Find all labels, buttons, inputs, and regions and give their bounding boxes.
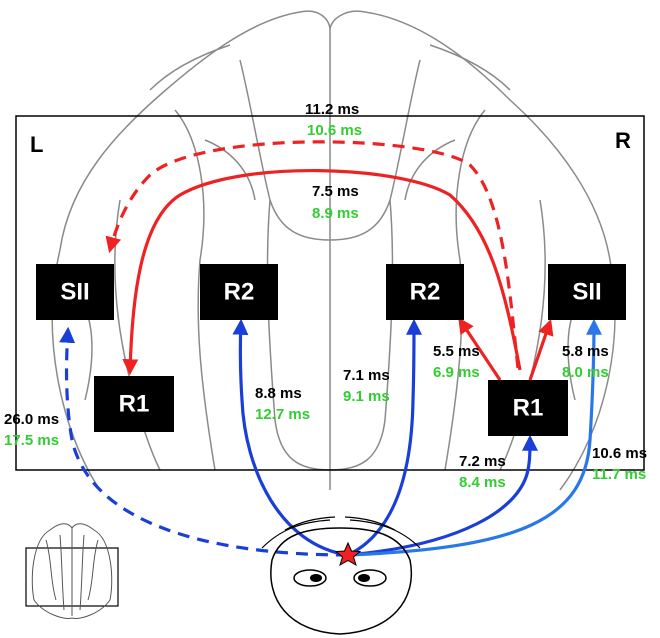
latency-top-dashed-black: 11.2 ms [305,101,359,118]
thalamic-arrow-to-right-r1 [347,434,538,557]
thalamic-dashed-arrow-to-left-sii [59,326,349,557]
region-r2-right: R2 [386,264,464,320]
latency-r1-sii-green: 8.0 ms [562,364,609,381]
latency-right-r2-green: 9.1 ms [343,388,390,405]
region-sii-left: SII [36,264,114,320]
region-r2-left: R2 [200,264,278,320]
latency-right-sii-green: 11.7 ms [592,466,646,483]
latency-top-solid-green: 8.9 ms [312,205,359,222]
latency-right-sii-black: 10.6 ms [592,445,647,462]
latency-r1-r2-green: 6.9 ms [433,364,480,381]
region-r2-left-label: R2 [224,279,255,306]
arrow-r1-to-sii-right [528,318,554,381]
region-sii-right-label: SII [572,279,601,306]
latency-left-sii-black: 26.0 ms [4,411,59,428]
callosal-dashed-arrow-to-left-sii [105,140,520,369]
latency-top-solid-black: 7.5 ms [312,183,359,200]
left-hemisphere-label: L [30,132,43,157]
latency-r1-r2-black: 5.5 ms [433,343,480,360]
callosal-solid-arrow-to-left-r1 [122,168,522,376]
right-hemisphere-label: R [615,128,631,153]
latency-right-r2-black: 7.1 ms [343,367,390,384]
region-r2-right-label: R2 [410,279,441,306]
latency-right-r1-black: 7.2 ms [459,453,506,470]
latency-r1-sii-black: 5.8 ms [562,343,609,360]
red-star-icon [334,541,362,567]
region-sii-left-label: SII [60,279,89,306]
latency-left-sii-green: 17.5 ms [4,432,59,449]
region-r1-left: R1 [94,376,174,432]
thalamic-arrow-to-right-sii [347,318,602,557]
latency-left-r2-black: 8.8 ms [255,385,302,402]
arrow-r1-to-r2-right [458,317,502,381]
region-sii-right: SII [548,264,626,320]
cortex-frame [15,115,645,471]
thalamic-arrow-to-left-r2 [232,318,349,557]
region-r1-right-label: R1 [513,395,544,422]
latency-left-r2-green: 12.7 ms [255,406,310,423]
thalamic-arrow-to-right-r2 [347,318,422,557]
latency-top-dashed-green: 10.6 ms [307,122,362,139]
brainstem-outline [261,516,421,635]
region-r1-right: R1 [488,380,568,436]
region-r1-left-label: R1 [119,391,150,418]
latency-right-r1-green: 8.4 ms [459,474,506,491]
brain-outline-icon [25,523,119,619]
